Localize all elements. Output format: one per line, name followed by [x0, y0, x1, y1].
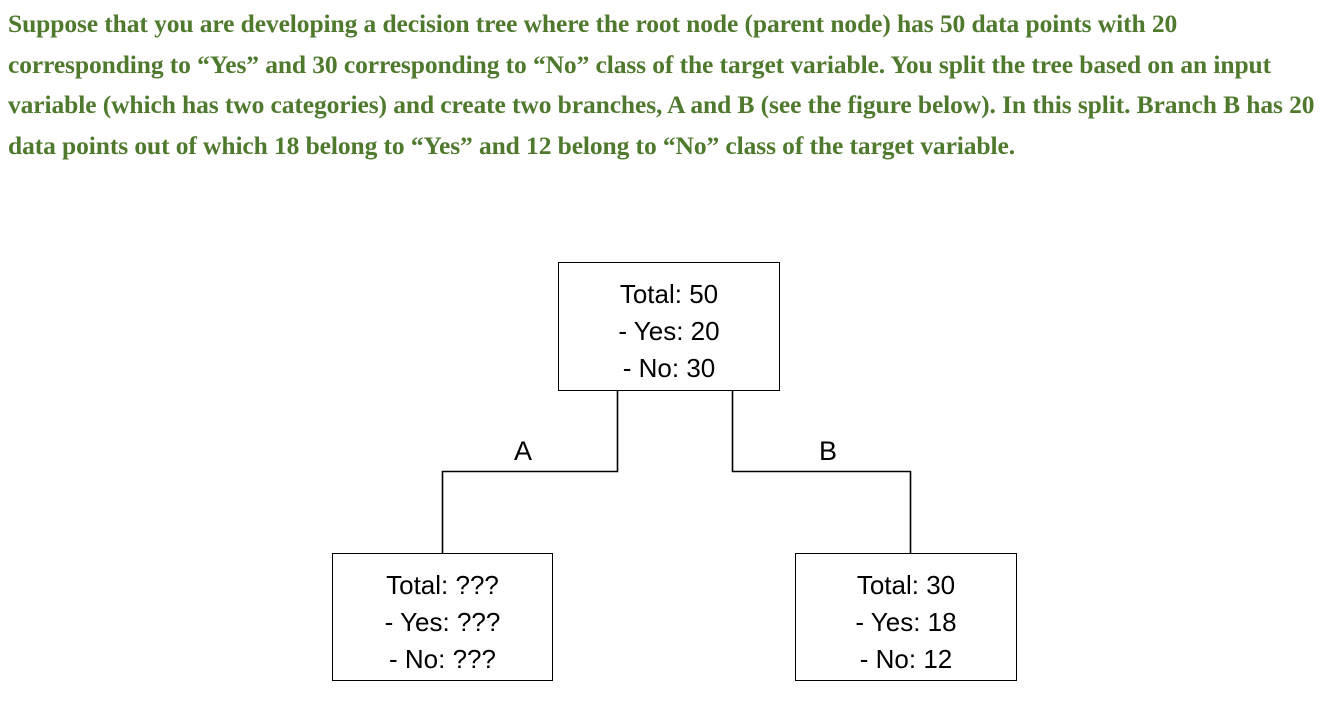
root-yes-label: - Yes: 20 [618, 316, 720, 346]
branch-b-yes-label: - Yes: 18 [855, 607, 957, 637]
branch-a-no-label: - No: ??? [389, 644, 496, 674]
connector-branch-a [441, 391, 619, 553]
tree-node-branch-b: Total: 30 - Yes: 18 - No: 12 [795, 553, 1017, 681]
branch-a-yes-label: - Yes: ??? [384, 607, 501, 637]
connector-branch-b [731, 391, 912, 553]
root-total-label: Total: 50 [619, 279, 719, 309]
branch-label-b: B [818, 436, 837, 466]
branch-b-total-label: Total: 30 [856, 570, 956, 600]
tree-node-branch-a: Total: ??? - Yes: ??? - No: ??? [332, 553, 553, 681]
branch-a-total-label: Total: ??? [386, 570, 499, 600]
root-no-label: - No: 30 [622, 353, 716, 383]
question-prompt: Suppose that you are developing a decisi… [8, 9, 1321, 160]
branch-b-no-label: - No: 12 [859, 644, 953, 674]
tree-node-root: Total: 50 - Yes: 20 - No: 30 [558, 262, 780, 391]
branch-label-a: A [513, 436, 532, 466]
